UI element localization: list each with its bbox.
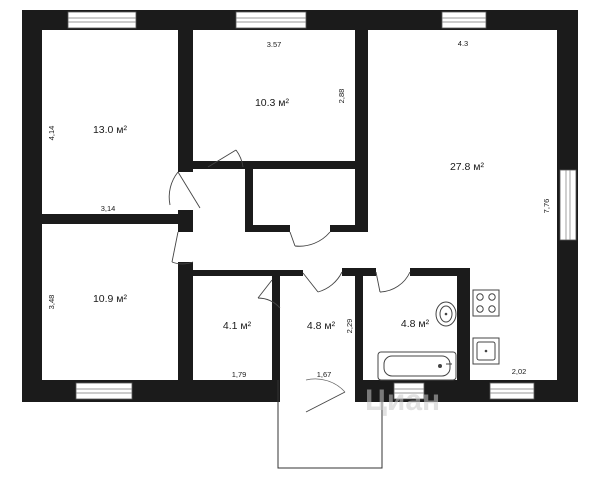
- wall-v-middle-upper: [355, 30, 368, 232]
- wall-h-lower-a: [193, 270, 303, 276]
- wall-closet-bottom-b: [330, 225, 368, 232]
- door-closet: [289, 231, 331, 247]
- door-top-middle-room: [207, 149, 244, 168]
- area-label-bedroom-bottom-left: 10.9 м²: [93, 293, 128, 305]
- dim-storage-width: 1,79: [232, 370, 247, 379]
- door-bottom-left-room: [171, 231, 194, 265]
- watermark: Циан: [365, 384, 440, 417]
- window-bottom-bath: [393, 382, 425, 400]
- door-storage: [257, 279, 281, 309]
- area-label-living-kitchen: 27.8 м²: [450, 161, 485, 173]
- dim-right-height: 7,76: [542, 199, 551, 214]
- wall-v-bath-right: [457, 268, 470, 380]
- kitchen-sink: [472, 337, 500, 365]
- window-top-left: [67, 11, 137, 29]
- area-label-storage: 4.1 м²: [223, 320, 252, 332]
- area-label-bathroom: 4.8 м²: [401, 318, 430, 330]
- dim-hall-width: 1,67: [317, 370, 332, 379]
- area-label-hall-small: 4.8 м²: [307, 320, 336, 332]
- kitchen-stove: [472, 289, 500, 317]
- window-bottom-right: [489, 382, 535, 400]
- dim-left-divider-width: 3,14: [101, 204, 116, 213]
- window-bottom-left: [75, 382, 133, 400]
- wall-v-left-upper: [178, 30, 193, 172]
- wall-stub-hall: [178, 210, 193, 232]
- wall-v-left-lower: [178, 262, 193, 380]
- window-top-middle: [235, 11, 307, 29]
- wall-v-hall: [355, 276, 363, 380]
- bathtub: [377, 351, 457, 381]
- area-label-bedroom-top-left: 13.0 м²: [93, 124, 128, 136]
- dim-top-middle-width: 3.57: [267, 40, 282, 49]
- dim-hall-height: 2,29: [345, 319, 354, 334]
- interior-walls: [42, 30, 470, 380]
- wall-closet-bottom-a: [245, 225, 290, 232]
- door-bathroom: [375, 271, 411, 293]
- wall-v-storage: [272, 276, 280, 380]
- bathroom-sink: [435, 301, 457, 327]
- wall-h-left-divider: [42, 214, 178, 224]
- door-hall: [302, 271, 343, 293]
- dim-bottom-left-height: 3,48: [47, 295, 56, 310]
- entrance-frame: [277, 378, 383, 469]
- wall-left: [22, 10, 42, 402]
- area-label-bedroom-top-middle: 10.3 м²: [255, 97, 290, 109]
- wall-h-top-middle-b: [243, 161, 355, 169]
- dim-top-left-height: 4,14: [47, 126, 56, 141]
- dim-top-middle-height: 2,88: [337, 89, 346, 104]
- dim-kitchen-bottom-width: 2,02: [512, 367, 527, 376]
- window-right: [559, 169, 577, 241]
- dim-top-right-width: 4.3: [458, 39, 468, 48]
- wall-h-lower-b: [342, 268, 376, 276]
- door-top-left-room: [168, 171, 201, 209]
- wall-h-top-middle-a: [193, 161, 243, 169]
- window-top-right: [441, 11, 487, 29]
- wall-closet-left: [245, 169, 253, 232]
- wall-h-lower-c: [410, 268, 470, 276]
